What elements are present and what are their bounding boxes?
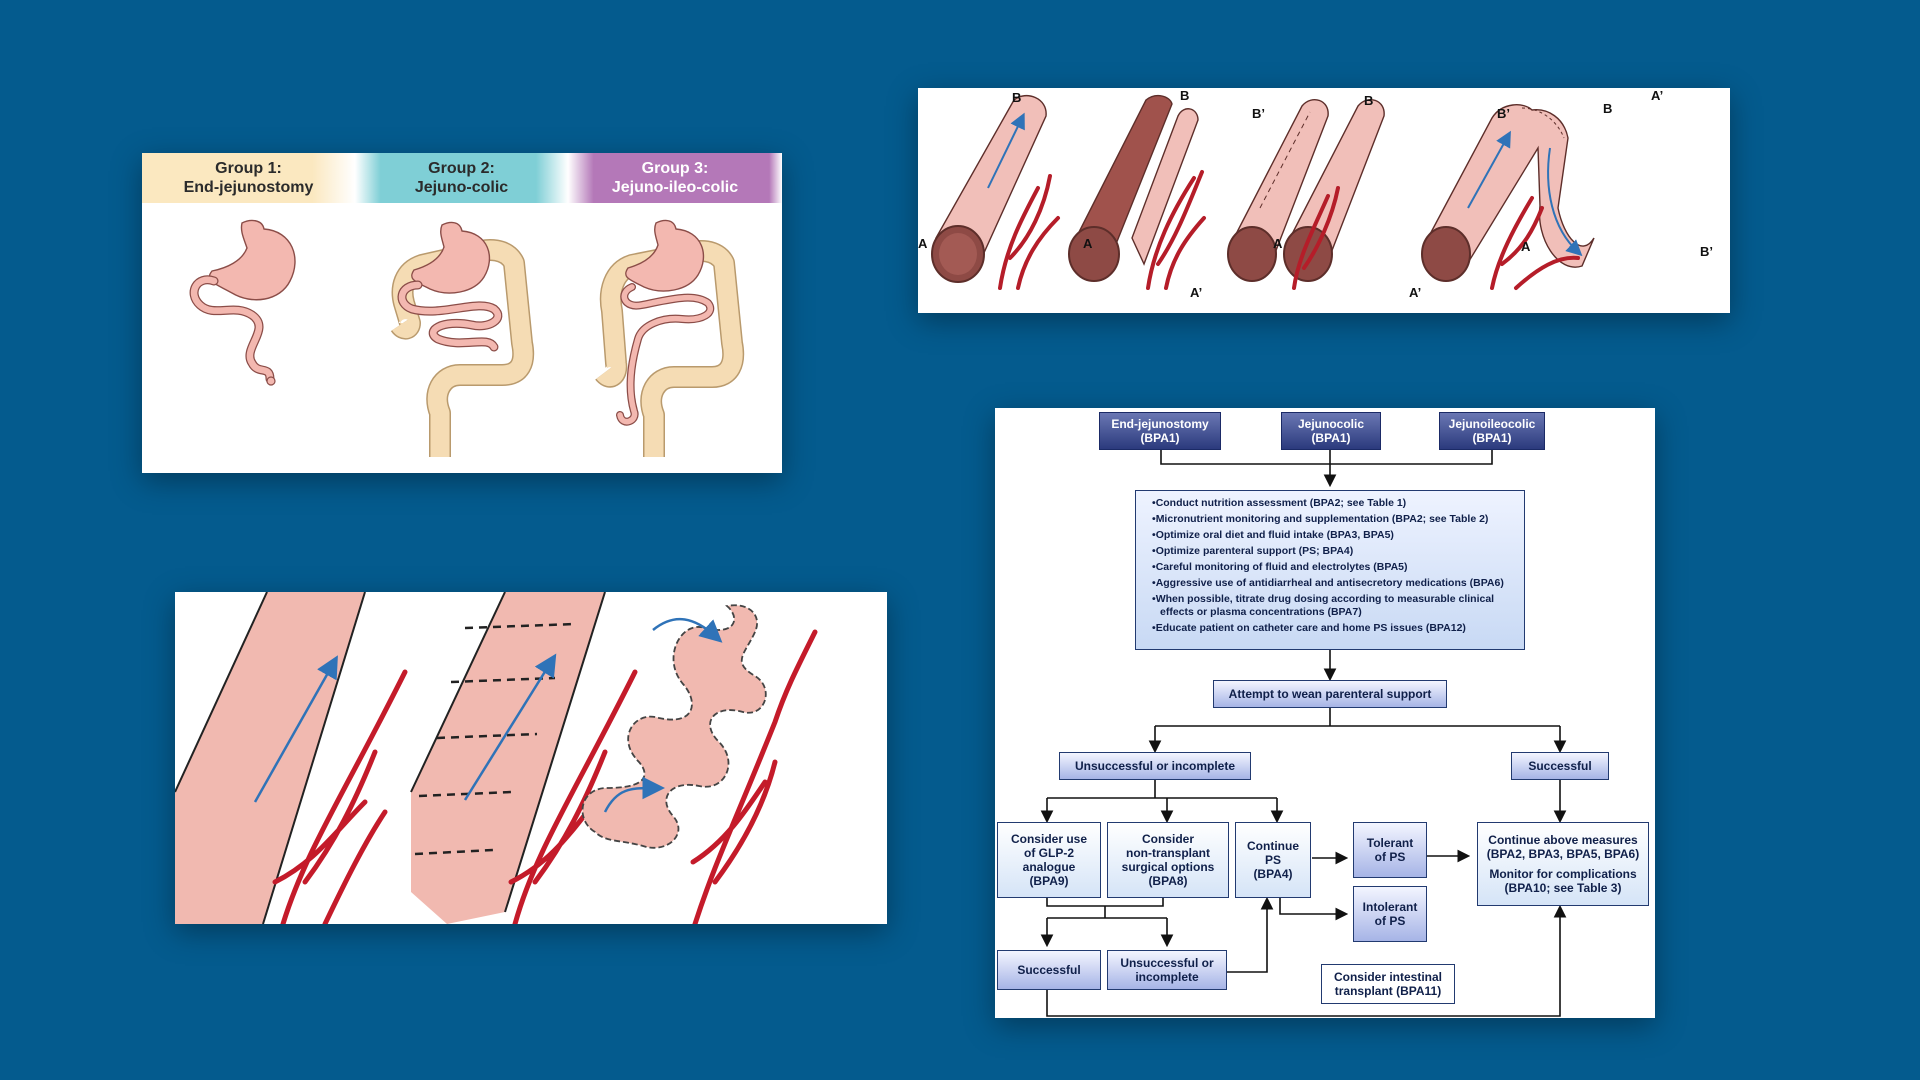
box-continue-ps: Continue PS (BPA4): [1235, 822, 1311, 898]
continue-measures-line2: (BPA2, BPA3, BPA5, BPA6): [1486, 847, 1640, 861]
box-successful-low: Successful: [997, 950, 1101, 990]
flowchart-connectors: [1040, 450, 1567, 1017]
successful-low-label: Successful: [1017, 963, 1081, 977]
nontransplant-line3: surgical options: [1121, 860, 1215, 874]
group-1-number: Group 1:: [215, 160, 282, 177]
continue-measures-line3: Monitor for complications: [1489, 867, 1637, 881]
tolerant-line2: of PS: [1374, 850, 1406, 864]
management-flowchart: End-jejunostomy (BPA1) Jejunocolic (BPA1…: [995, 408, 1655, 1018]
box-continue-measures: Continue above measures (BPA2, BPA3, BPA…: [1477, 822, 1649, 906]
continue-ps-line1: Continue: [1247, 839, 1299, 853]
box-end-jejunostomy: End-jejunostomy (BPA1): [1099, 412, 1221, 450]
measure-item: Aggressive use of antidiarrheal and anti…: [1152, 577, 1514, 590]
continue-measures-line1: Continue above measures: [1488, 833, 1638, 847]
measure-item: Educate patient on catheter care and hom…: [1152, 622, 1514, 635]
label-a-fig3: A: [1273, 236, 1283, 251]
box-wean-parenteral-support: Attempt to wean parenteral support: [1213, 680, 1447, 708]
group-1-name: End-jejunostomy: [183, 179, 314, 196]
glp2-line3: analogue: [1022, 860, 1076, 874]
bowel-loop-procedure-figure: A B A B B’ A’ A B B’ A’ A B A’ B’: [918, 88, 1730, 313]
group-1-header: Group 1: End-jejunostomy: [142, 153, 355, 203]
joined-loop: [1421, 104, 1595, 290]
two-parallel-loops: [1227, 98, 1385, 290]
label-a-prime-fig3: A’: [1409, 285, 1422, 300]
box-intolerant-of-ps: Intolerant of PS: [1353, 886, 1427, 942]
unsuccessful-low-line2: incomplete: [1135, 970, 1199, 984]
nontransplant-line4: (BPA8): [1148, 874, 1188, 888]
group-2-number: Group 2:: [428, 160, 495, 177]
jejuno-ileo-colic-illustration: [595, 219, 745, 457]
successful-main-label: Successful: [1528, 759, 1592, 773]
box-unsuccessful-main: Unsuccessful or incomplete: [1059, 752, 1251, 780]
box-end-jejunostomy-title: End-jejunostomy: [1111, 417, 1209, 431]
box-jejunoileocolic: Jejunoileocolic (BPA1): [1439, 412, 1545, 450]
lengthening-illustrations: [175, 592, 818, 924]
unsuccessful-main-label: Unsuccessful or incomplete: [1074, 759, 1236, 773]
box-non-transplant-surgery: Consider non-transplant surgical options…: [1107, 822, 1229, 898]
measure-item: Careful monitoring of fluid and electrol…: [1152, 561, 1514, 574]
label-a-fig4: A: [1521, 239, 1531, 254]
lengthened-zigzag-segment: [581, 604, 818, 924]
box-successful-main: Successful: [1511, 752, 1609, 780]
end-jejunostomy-illustration: [189, 219, 296, 386]
tolerant-line1: Tolerant: [1366, 836, 1414, 850]
label-b-prime-fig4: B’: [1700, 244, 1713, 259]
measures-list: Conduct nutrition assessment (BPA2; see …: [1146, 497, 1514, 635]
bowel-groups-figure: Group 1: End-jejunostomy Group 2: Jejuno…: [142, 153, 782, 473]
box-jejunocolic-code: (BPA1): [1311, 431, 1351, 445]
box-jejunocolic: Jejunocolic (BPA1): [1281, 412, 1381, 450]
label-a-fig2: A: [1083, 236, 1093, 251]
opened-loop: [1068, 94, 1206, 290]
label-b-fig3: B: [1364, 93, 1374, 108]
glp2-line4: (BPA9): [1029, 874, 1069, 888]
jejuno-colic-illustration: [390, 221, 535, 457]
box-jejunoileocolic-code: (BPA1): [1472, 431, 1512, 445]
nontransplant-line2: non-transplant: [1126, 846, 1210, 860]
transplant-line2: transplant (BPA11): [1334, 984, 1442, 998]
continue-ps-line3: (BPA4): [1253, 867, 1293, 881]
measures-list-box: Conduct nutrition assessment (BPA2; see …: [1135, 490, 1525, 650]
loop-procedure-illustrations: [931, 94, 1595, 290]
continue-measures-line4: (BPA10; see Table 3): [1504, 881, 1622, 895]
box-unsuccessful-low: Unsuccessful or incomplete: [1107, 950, 1227, 990]
group-2-name: Jejuno-colic: [414, 179, 509, 196]
measure-item: Conduct nutrition assessment (BPA2; see …: [1152, 497, 1514, 510]
measure-item: Micronutrient monitoring and supplementa…: [1152, 513, 1514, 526]
box-intestinal-transplant: Consider intestinal transplant (BPA11): [1321, 964, 1455, 1004]
measure-item: Optimize oral diet and fluid intake (BPA…: [1152, 529, 1514, 542]
wean-label: Attempt to wean parenteral support: [1228, 687, 1432, 701]
box-jejunoileocolic-title: Jejunoileocolic: [1448, 417, 1536, 431]
box-jejunocolic-title: Jejunocolic: [1297, 417, 1365, 431]
continue-ps-line2: PS: [1264, 853, 1281, 867]
intolerant-line2: of PS: [1374, 914, 1406, 928]
bowel-lengthening-figure: [175, 592, 887, 924]
box-tolerant-of-ps: Tolerant of PS: [1353, 822, 1427, 878]
measure-item: Optimize parenteral support (PS; BPA4): [1152, 545, 1514, 558]
group-2-header: Group 2: Jejuno-colic: [355, 153, 568, 203]
glp2-line1: Consider use: [1010, 832, 1088, 846]
unsuccessful-low-line1: Unsuccessful or: [1120, 956, 1214, 970]
group-3-header: Group 3: Jejuno-ileo-colic: [568, 153, 782, 203]
nontransplant-line1: Consider: [1141, 832, 1194, 846]
group-3-name: Jejuno-ileo-colic: [611, 179, 739, 196]
label-b-fig2: B: [1180, 88, 1190, 103]
anatomy-illustrations: [189, 219, 745, 457]
glp2-line2: of GLP-2: [1024, 846, 1074, 860]
group-3-number: Group 3:: [641, 160, 709, 177]
intact-loop: [931, 95, 1060, 290]
label-a-prime-fig4: A’: [1651, 88, 1664, 103]
label-b-fig4: B: [1603, 101, 1613, 116]
label-b-prime-fig2: B’: [1252, 106, 1265, 121]
transplant-line1: Consider intestinal: [1333, 970, 1443, 984]
label-a-fig1: A: [918, 236, 928, 251]
intolerant-line1: Intolerant: [1362, 900, 1418, 914]
label-b-prime-fig3: B’: [1497, 106, 1510, 121]
box-end-jejunostomy-code: (BPA1): [1140, 431, 1180, 445]
original-segment: [175, 592, 408, 924]
measure-item: When possible, titrate drug dosing accor…: [1152, 593, 1514, 619]
label-b-fig1: B: [1012, 90, 1022, 105]
box-glp2-analogue: Consider use of GLP-2 analogue (BPA9): [997, 822, 1101, 898]
marked-segment: [407, 592, 638, 924]
label-a-prime-fig2: A’: [1190, 285, 1203, 300]
